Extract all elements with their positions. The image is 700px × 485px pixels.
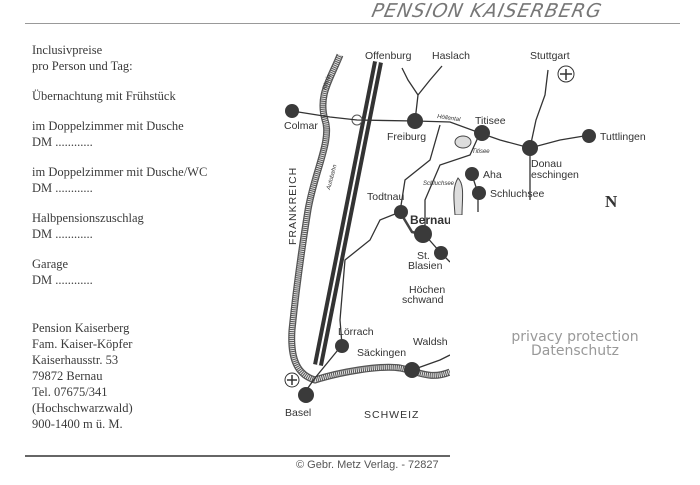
titisee-lake (454, 135, 472, 149)
copyright: © Gebr. Metz Verlag. - 72827 (296, 459, 439, 471)
north-arrow: N (605, 192, 618, 211)
airport-icon (284, 372, 300, 388)
label-waldshut: Waldsh (413, 336, 448, 348)
address-line: (Hochschwarzwald) (32, 401, 133, 415)
info-line: DM ............ (32, 181, 93, 195)
info-line: Garage (32, 257, 69, 271)
privacy-mask (450, 215, 700, 485)
label-tuttlingen: Tuttlingen (600, 131, 646, 143)
label-hoechen: Höchen (409, 284, 445, 296)
label-st: St. (417, 250, 430, 262)
info-line: DM ............ (32, 227, 93, 241)
label-haslach: Haslach (432, 50, 470, 62)
label-frankreich: FRANKREICH (287, 167, 299, 245)
town-aha (465, 167, 479, 181)
address-line: Kaiserhausstr. 53 (32, 353, 119, 367)
privacy-notice: privacy protection Datenschutz (500, 330, 650, 358)
address-line: Pension Kaiserberg (32, 321, 130, 335)
info-line: DM ............ (32, 273, 93, 287)
town-st-blasien (434, 246, 448, 260)
town-tuttlingen (582, 129, 596, 143)
schluchsee-lake (453, 177, 464, 216)
label-hoellental: Höllental (437, 114, 462, 123)
town-saeckingen (404, 362, 420, 378)
top-divider (25, 23, 680, 24)
label-autobahn: Autobahn (326, 164, 339, 192)
label-rhein: Rhein (322, 73, 333, 90)
town-donaueschingen (522, 140, 538, 156)
address-line: Tel. 07675/341 (32, 385, 108, 399)
label-freiburg: Freiburg (387, 131, 426, 143)
town-bernau (414, 225, 432, 243)
bottom-divider (25, 455, 450, 457)
town-basel (298, 387, 314, 403)
label-schluchsee: Schluchsee (490, 188, 544, 200)
label-bernau: Bernau (410, 213, 451, 227)
label-titisee-lake: Titisee (472, 149, 490, 155)
label-schwand: schwand (402, 294, 444, 306)
info-line: Übernachtung mit Frühstück (32, 89, 176, 103)
privacy-line: privacy protection (511, 329, 639, 345)
price-info: Inclusivpreise pro Person und Tag: Übern… (32, 42, 207, 432)
address-line: 79872 Bernau (32, 369, 103, 383)
label-schluchsee-lake: Schluchsee (423, 181, 455, 187)
label-eschingen: eschingen (531, 169, 579, 181)
info-line: DM ............ (32, 135, 93, 149)
info-line: Halbpensionszuschlag (32, 211, 144, 225)
town-colmar (285, 104, 299, 118)
label-stuttgart: Stuttgart (530, 50, 570, 62)
label-offenburg: Offenburg (365, 50, 412, 62)
address-line: Fam. Kaiser-Köpfer (32, 337, 133, 351)
town-freiburg (407, 113, 423, 129)
town-loerrach (335, 339, 349, 353)
label-colmar: Colmar (284, 120, 318, 132)
label-loerrach: Lörrach (338, 326, 374, 338)
label-schweiz: SCHWEIZ (364, 409, 419, 421)
privacy-line: Datenschutz (531, 343, 619, 359)
town-todtnau (394, 205, 408, 219)
label-saeckingen: Säckingen (357, 347, 406, 359)
info-line: Inclusivpreise (32, 43, 103, 57)
town-schluchsee (472, 186, 486, 200)
label-basel: Basel (285, 407, 311, 419)
info-line: im Doppelzimmer mit Dusche/WC (32, 165, 208, 179)
label-aha: Aha (483, 169, 502, 181)
label-donau: Donau (531, 158, 562, 170)
airport-icon (557, 65, 575, 83)
label-blasien: Blasien (408, 260, 443, 272)
address-line: 900-1400 m ü. M. (32, 417, 123, 431)
town-titisee (474, 125, 490, 141)
info-line: pro Person und Tag: (32, 59, 133, 73)
info-line: im Doppelzimmer mit Dusche (32, 119, 184, 133)
label-todtnau: Todtnau (367, 191, 405, 203)
label-titisee: Titisee (475, 115, 506, 127)
